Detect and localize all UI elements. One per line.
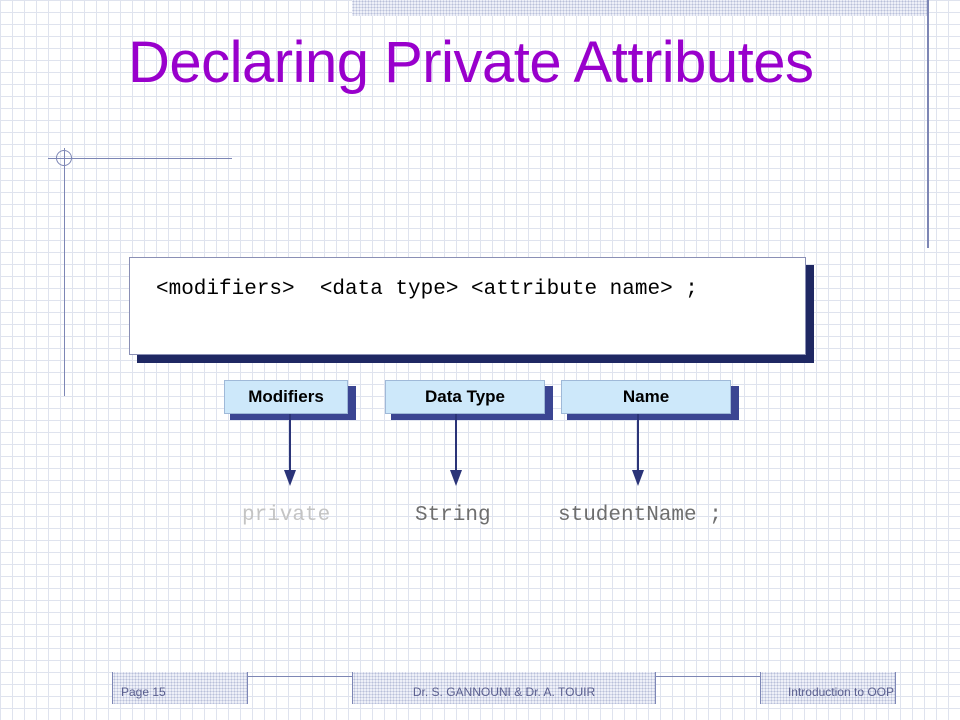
footer-authors: Dr. S. GANNOUNI & Dr. A. TOUIR [352,672,656,704]
modifiers-label: Modifiers [224,380,348,414]
syntax-box: <modifiers> <data type> <attribute name>… [129,257,806,355]
decorative-ring-icon [56,150,72,166]
example-name-text: studentName ; [558,504,722,527]
example-type-text: String [415,504,491,527]
example-modifier-text: private [242,504,331,527]
name-label: Name [561,380,731,414]
modifiers-arrow [284,414,296,486]
footer-page-number: Page 15 [112,672,248,704]
footer-course-title: Introduction to OOP [760,672,896,704]
left-decorative-vertical-line [64,148,65,396]
data-type-arrow [450,414,462,486]
data-type-label: Data Type [385,380,545,414]
name-arrow [632,414,644,486]
header-decoration-band [352,0,928,16]
left-decorative-horizontal-line [48,158,232,159]
right-decorative-line [927,0,929,248]
slide-title: Declaring Private Attributes [128,30,814,95]
syntax-template-text: <modifiers> <data type> <attribute name>… [156,278,698,301]
